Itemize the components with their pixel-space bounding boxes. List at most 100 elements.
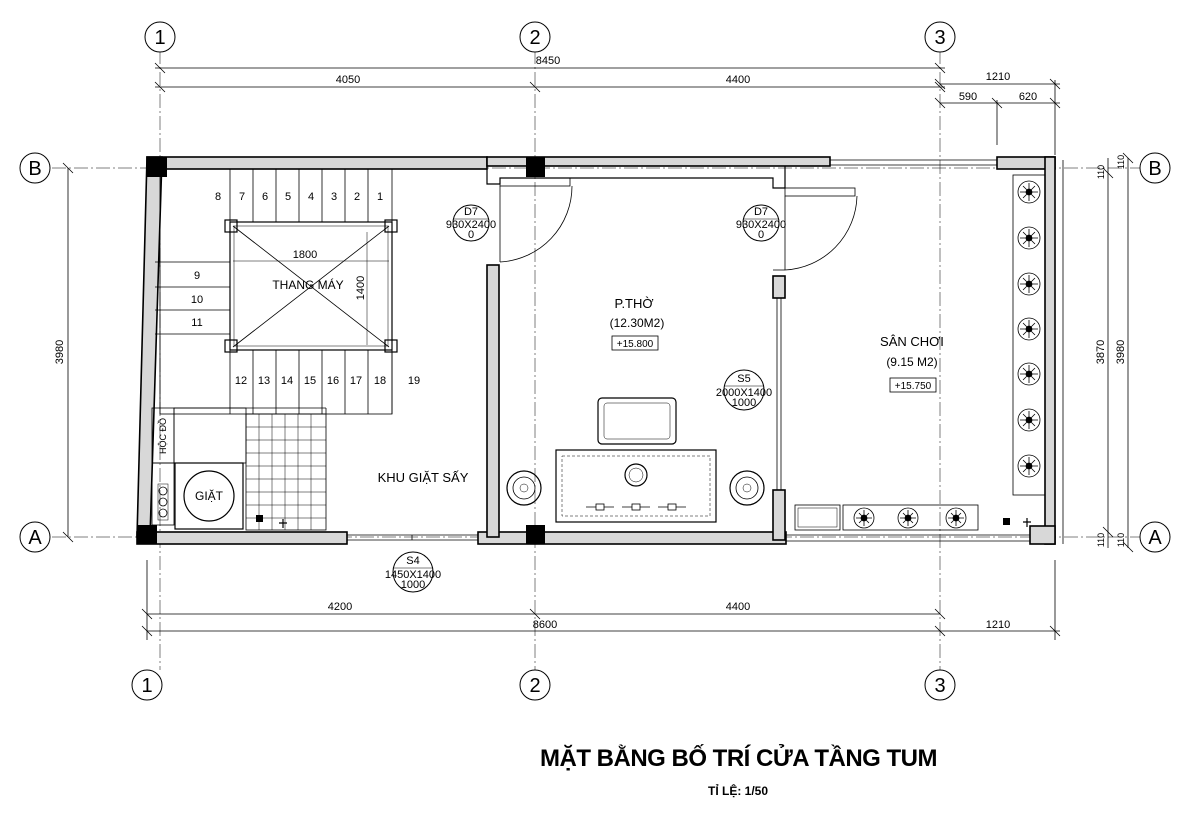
grid-bubble-a-left: A bbox=[19, 521, 51, 553]
svg-text:3980: 3980 bbox=[1115, 340, 1127, 364]
svg-text:18: 18 bbox=[374, 375, 386, 387]
grid-bubble-b-right: B bbox=[1139, 152, 1171, 184]
svg-text:0: 0 bbox=[468, 229, 474, 241]
svg-text:3870: 3870 bbox=[1095, 340, 1107, 364]
svg-text:1400: 1400 bbox=[355, 276, 367, 300]
svg-text:6: 6 bbox=[262, 191, 268, 203]
svg-text:10: 10 bbox=[191, 294, 203, 306]
svg-text:8600: 8600 bbox=[533, 619, 557, 631]
grid-bubble-3-top: 3 bbox=[924, 21, 956, 53]
svg-text:1: 1 bbox=[154, 27, 165, 49]
svg-text:1: 1 bbox=[141, 675, 152, 697]
svg-text:4400: 4400 bbox=[726, 74, 750, 86]
lift-shaft: 1800 1400 THANG MÁY bbox=[224, 219, 398, 353]
svg-text:7: 7 bbox=[239, 191, 245, 203]
svg-text:1: 1 bbox=[377, 191, 383, 203]
lantern-right bbox=[729, 470, 765, 506]
grid-bubble-1-bottom: 1 bbox=[131, 669, 163, 701]
svg-text:11: 11 bbox=[191, 317, 202, 329]
grid-bubble-2-bottom: 2 bbox=[519, 669, 551, 701]
svg-text:110: 110 bbox=[1096, 533, 1106, 547]
svg-text:GIẶT: GIẶT bbox=[195, 488, 224, 503]
window-tag-s4: S4 1450X1400 1000 bbox=[385, 551, 441, 593]
drawing-title: MẶT BẰNG BỐ TRÍ CỬA TẦNG TUM bbox=[540, 745, 937, 772]
svg-text:3: 3 bbox=[934, 27, 945, 49]
svg-text:13: 13 bbox=[258, 375, 270, 387]
svg-text:+15.750: +15.750 bbox=[895, 381, 932, 392]
svg-text:3: 3 bbox=[934, 675, 945, 697]
dimension-right: 3870 3980 110 110 110 110 bbox=[1095, 152, 1134, 553]
door-d7-right bbox=[773, 187, 858, 271]
svg-text:1450X1400: 1450X1400 bbox=[385, 569, 441, 581]
washing-machine bbox=[183, 470, 235, 522]
svg-text:930X2400: 930X2400 bbox=[446, 219, 496, 231]
svg-text:A: A bbox=[28, 527, 42, 549]
svg-text:1000: 1000 bbox=[401, 579, 425, 591]
svg-text:(12.30M2): (12.30M2) bbox=[610, 316, 665, 330]
lantern-left bbox=[506, 470, 542, 506]
svg-text:SÂN CHƠI: SÂN CHƠI bbox=[880, 334, 944, 349]
grid-bubble-1-top: 1 bbox=[144, 21, 176, 53]
svg-text:S5: S5 bbox=[737, 373, 750, 385]
window-tag-s5: S5 2000X1400 1000 bbox=[716, 369, 772, 411]
door-d7-left bbox=[487, 177, 573, 266]
svg-text:(9.15 M2): (9.15 M2) bbox=[886, 355, 937, 369]
altar-room: P.THỜ (12.30M2) +15.800 bbox=[506, 296, 765, 523]
floor-plan: 1 2 3 1 2 3 B A B A bbox=[19, 21, 1171, 701]
column-1a bbox=[137, 525, 157, 544]
svg-text:2: 2 bbox=[529, 27, 540, 49]
svg-text:590: 590 bbox=[959, 91, 977, 103]
door-tag-d7-left: D7 930X2400 0 bbox=[446, 204, 496, 242]
svg-text:+15.800: +15.800 bbox=[617, 339, 654, 350]
svg-text:S4: S4 bbox=[406, 555, 419, 567]
svg-text:5: 5 bbox=[285, 191, 291, 203]
grid-bubble-b-left: B bbox=[19, 152, 51, 184]
svg-text:930X2400: 930X2400 bbox=[736, 219, 786, 231]
svg-text:4200: 4200 bbox=[328, 601, 352, 613]
svg-text:8450: 8450 bbox=[536, 55, 560, 67]
svg-text:3980: 3980 bbox=[54, 340, 66, 364]
dimension-top: 8450 4050 4400 bbox=[154, 55, 946, 93]
dimension-bottom: 4200 4400 8600 1210 bbox=[141, 560, 1061, 640]
svg-text:4: 4 bbox=[308, 191, 314, 203]
grid-bubble-3-bottom: 3 bbox=[924, 669, 956, 701]
play-yard: SÂN CHƠI (9.15 M2) +15.750 bbox=[794, 174, 1046, 531]
svg-text:HỘC ĐỒ: HỘC ĐỒ bbox=[157, 418, 168, 454]
grid-lines bbox=[52, 50, 1140, 670]
svg-text:THANG MÁY: THANG MÁY bbox=[272, 277, 343, 292]
svg-text:620: 620 bbox=[1019, 91, 1037, 103]
svg-text:110: 110 bbox=[1116, 533, 1126, 547]
stair-step-numbers: 8 7 6 5 4 3 2 1 9 10 11 12 13 14 15 16 1… bbox=[191, 191, 420, 387]
svg-text:D7: D7 bbox=[754, 206, 768, 218]
dimension-balcony-top: 1210 590 620 bbox=[934, 71, 1061, 155]
svg-text:8: 8 bbox=[215, 191, 221, 203]
planter-plants bbox=[853, 180, 1041, 529]
svg-text:4050: 4050 bbox=[336, 74, 360, 86]
svg-text:D7: D7 bbox=[464, 206, 478, 218]
svg-text:1000: 1000 bbox=[732, 397, 756, 409]
svg-text:2: 2 bbox=[529, 675, 540, 697]
svg-text:15: 15 bbox=[304, 375, 316, 387]
svg-text:A: A bbox=[1148, 527, 1162, 549]
laundry-zone: HỘC ĐỒ GIẶT KHU GIẶT bbox=[151, 407, 469, 531]
svg-text:1210: 1210 bbox=[986, 619, 1010, 631]
altar-cabinet bbox=[597, 397, 677, 445]
svg-text:9: 9 bbox=[194, 270, 200, 282]
column-2a bbox=[526, 525, 545, 544]
dimension-left: 3980 bbox=[54, 162, 74, 543]
staircase bbox=[155, 168, 393, 415]
column-1b bbox=[147, 157, 167, 177]
laundry-label: KHU GIẶT SẤY bbox=[378, 470, 469, 485]
drawing-scale: TỈ LỆ: 1/50 bbox=[708, 784, 769, 798]
svg-text:B: B bbox=[1148, 158, 1161, 180]
svg-text:1800: 1800 bbox=[293, 249, 317, 261]
svg-text:110: 110 bbox=[1096, 165, 1106, 179]
altar-table bbox=[555, 449, 717, 523]
svg-text:110: 110 bbox=[1116, 155, 1126, 169]
svg-text:4400: 4400 bbox=[726, 601, 750, 613]
svg-text:2000X1400: 2000X1400 bbox=[716, 387, 772, 399]
svg-text:P.THỜ: P.THỜ bbox=[614, 296, 653, 311]
svg-text:B: B bbox=[28, 158, 41, 180]
svg-text:2: 2 bbox=[354, 191, 360, 203]
svg-text:17: 17 bbox=[350, 375, 362, 387]
